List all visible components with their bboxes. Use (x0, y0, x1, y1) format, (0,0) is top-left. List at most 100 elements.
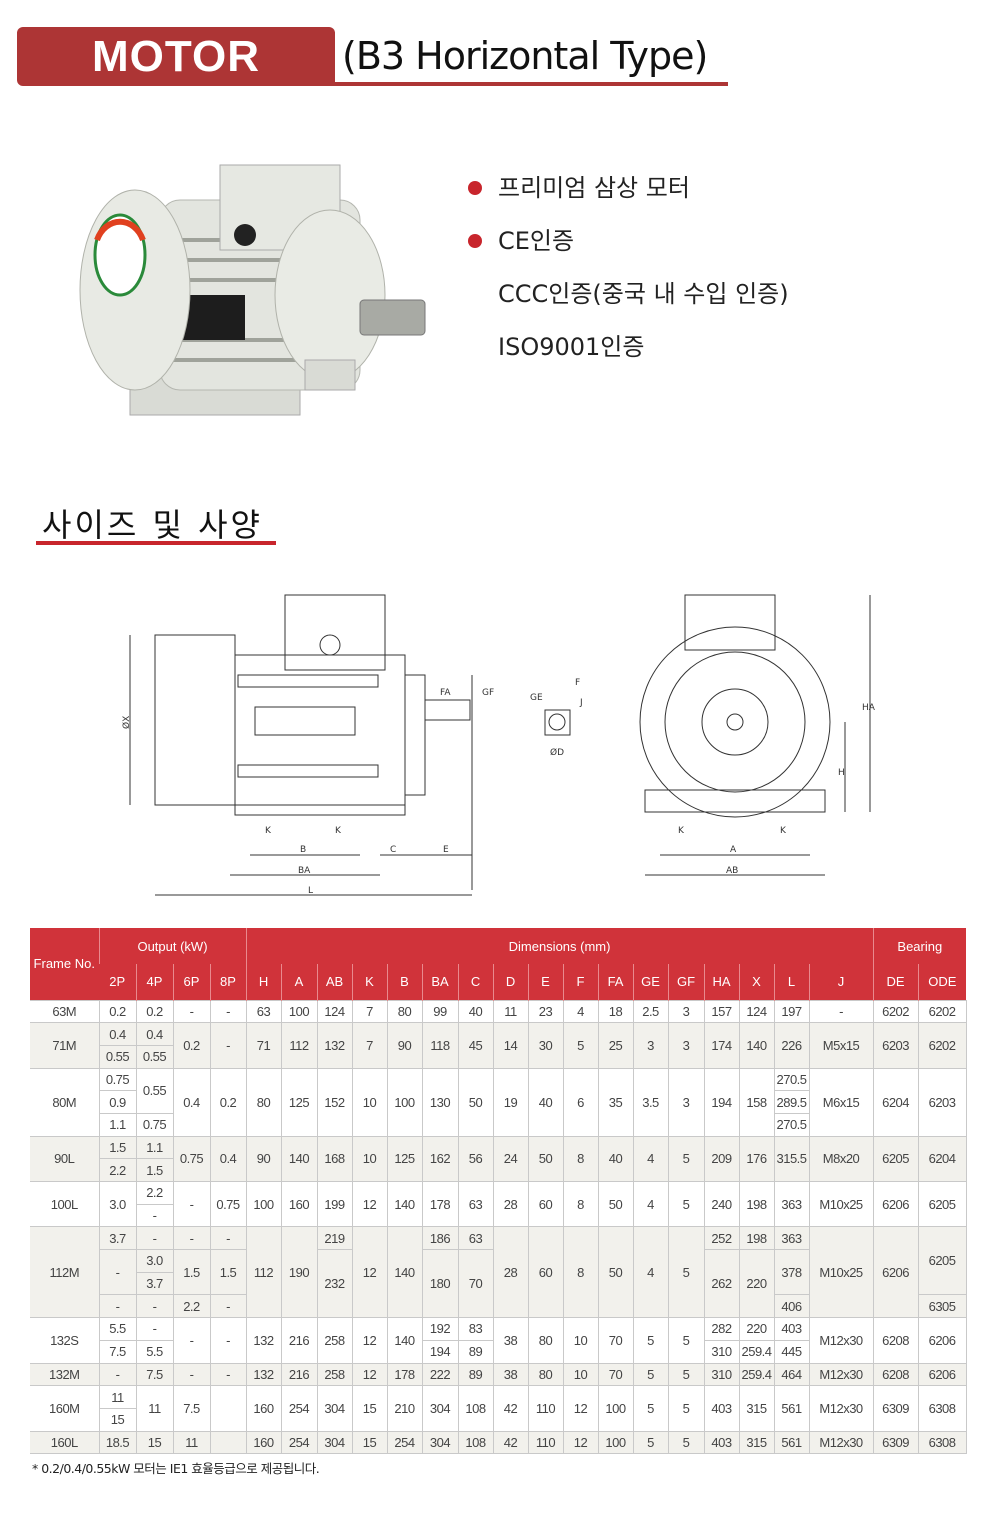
table-cell: 270.5 (773, 1112, 810, 1137)
table-cell: 112 (245, 1226, 282, 1319)
table-cell: 378 (773, 1249, 810, 1296)
table-cell: 180 (421, 1249, 459, 1319)
table-cell: 160 (245, 1385, 282, 1432)
table-cell: 464 (773, 1362, 810, 1387)
table-cell: 89 (457, 1339, 494, 1364)
table-cell: 220 (738, 1249, 775, 1319)
table-cell: M8x20 (808, 1135, 874, 1183)
table-cell: 15 (351, 1385, 388, 1432)
table-cell: 158 (738, 1067, 775, 1137)
table-cell: 289.5 (773, 1090, 810, 1114)
frame-cell: 80M (30, 1067, 100, 1137)
table-cell: 0.75 (172, 1135, 211, 1183)
column-header-ge: GE (632, 964, 669, 1000)
table-cell: 18 (597, 999, 634, 1024)
table-cell: 152 (316, 1067, 353, 1137)
table-cell: 1.1 (135, 1135, 174, 1160)
table-cell: 6308 (917, 1385, 967, 1432)
label-b: B (300, 845, 306, 855)
column-header-6p: 6P (172, 964, 210, 1000)
frame-cell: 63M (30, 999, 100, 1024)
table-cell: 160 (280, 1180, 318, 1228)
title-underline (335, 82, 728, 86)
table-cell: 0.55 (135, 1044, 174, 1069)
table-cell: 363 (773, 1180, 810, 1228)
table-cell: 1.5 (135, 1158, 174, 1182)
table-cell: M10x25 (808, 1180, 874, 1228)
table-cell: 5 (667, 1385, 705, 1432)
table-cell: 63 (457, 1226, 494, 1251)
table-cell: - (172, 1317, 211, 1364)
table-cell: 11 (135, 1385, 174, 1432)
table-cell: 18.5 (98, 1430, 137, 1455)
feature-item: 프리미엄 삼상 모터 (468, 170, 789, 223)
table-cell: 45 (457, 1022, 494, 1069)
table-cell: 7 (351, 999, 388, 1024)
table-cell: 258 (316, 1317, 353, 1364)
column-header-8p: 8P (209, 964, 247, 1000)
table-cell: 6309 (872, 1385, 919, 1432)
table-cell: 83 (457, 1317, 494, 1341)
table-cell: 30 (527, 1022, 564, 1069)
table-cell: 0.2 (135, 999, 174, 1024)
table-cell: 89 (457, 1362, 494, 1387)
header-dimensions: Dimensions (mm) (245, 928, 874, 964)
table-cell: 5.5 (135, 1339, 174, 1364)
table-cell: 216 (280, 1362, 318, 1387)
table-cell: 304 (316, 1385, 353, 1432)
frame-cell: 160M (30, 1385, 100, 1432)
column-header-4p: 4P (135, 964, 173, 1000)
section-title: 사이즈 및 사양 (42, 506, 263, 544)
label-k: K (678, 826, 685, 836)
table-cell: 3.0 (98, 1180, 137, 1228)
table-cell: 5 (632, 1317, 669, 1364)
table-cell: 222 (421, 1362, 459, 1387)
table-cell: - (172, 1226, 211, 1251)
table-cell: 315 (738, 1430, 775, 1455)
table-cell: 178 (421, 1180, 459, 1228)
table-cell: 363 (773, 1226, 810, 1251)
table-cell: 112 (280, 1022, 318, 1069)
table-cell: 190 (280, 1226, 318, 1319)
column-header-j: J (808, 964, 874, 1000)
table-cell: 168 (316, 1135, 353, 1183)
table-cell (209, 1430, 247, 1455)
table-cell: M12x30 (808, 1430, 874, 1455)
table-cell: 259.4 (738, 1339, 775, 1364)
table-cell: 100 (597, 1385, 634, 1432)
table-cell: 7.5 (135, 1362, 174, 1387)
table-cell: 194 (703, 1067, 740, 1137)
table-cell: M5x15 (808, 1022, 874, 1069)
table-cell: 254 (280, 1385, 318, 1432)
table-cell: 42 (492, 1385, 529, 1432)
table-cell: 60 (527, 1180, 564, 1228)
table-cell: 406 (773, 1294, 810, 1319)
label-c: C (390, 845, 396, 855)
table-cell: 445 (773, 1339, 810, 1364)
table-cell: 304 (421, 1430, 459, 1455)
feature-list: 프리미엄 삼상 모터 CE인증 CCC인증(중국 내 수입 인증) ISO900… (468, 170, 789, 382)
table-cell: - (209, 1226, 247, 1251)
table-cell: 40 (457, 999, 494, 1024)
table-cell: 12 (351, 1362, 388, 1387)
table-cell: 118 (421, 1022, 459, 1069)
table-cell: 80 (245, 1067, 282, 1137)
table-cell: 28 (492, 1180, 529, 1228)
table-cell: 90 (245, 1135, 282, 1183)
table-cell: 110 (527, 1385, 564, 1432)
table-cell: 108 (457, 1385, 494, 1432)
table-cell: - (209, 1022, 247, 1069)
column-header-ha: HA (703, 964, 740, 1000)
table-cell: 12 (351, 1317, 388, 1364)
table-cell: 125 (386, 1135, 423, 1183)
table-cell: 282 (703, 1317, 740, 1341)
table-cell: 5 (632, 1362, 669, 1387)
table-cell: 6205 (917, 1180, 967, 1228)
table-cell: 174 (703, 1022, 740, 1069)
table-cell: 80 (386, 999, 423, 1024)
table-cell: 186 (421, 1226, 459, 1251)
